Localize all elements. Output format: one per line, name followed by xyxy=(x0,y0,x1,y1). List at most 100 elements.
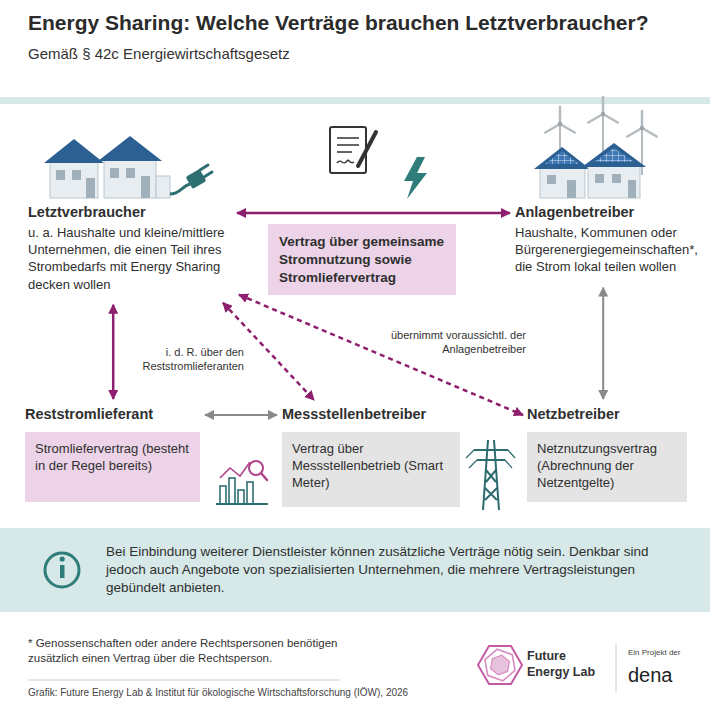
logo-mark xyxy=(478,646,522,684)
wind-turbine xyxy=(640,126,644,130)
party-block: AnlagenbetreiberHaushalte, Kommunen oder… xyxy=(512,203,702,280)
edge-label-text: i. d. R. über den Reststromlieferanten xyxy=(141,345,247,373)
wind-turbine xyxy=(558,122,562,126)
producer-houses xyxy=(547,175,556,184)
lightning-icon xyxy=(404,157,427,199)
power-pylon xyxy=(466,450,515,468)
wind-turbine xyxy=(560,124,575,133)
power-pylon xyxy=(466,440,515,510)
producer-houses xyxy=(534,143,646,198)
contract-text: Vertrag über Messstellenbetrieb (Smart M… xyxy=(282,432,460,507)
footnote: * Genossenschaften oder andere Rechtsper… xyxy=(28,636,373,666)
consumer-houses xyxy=(44,136,170,198)
consumer-houses xyxy=(86,178,95,198)
logo-caption: Ein Projekt der xyxy=(628,648,706,658)
lightning-icon xyxy=(404,157,427,199)
wind-turbine xyxy=(641,128,643,175)
wind-turbine xyxy=(559,107,562,124)
logo-text: dena xyxy=(628,662,706,688)
party-description: Haushalte, Kommunen oder Bürgerenergiege… xyxy=(515,224,698,275)
producer-houses xyxy=(612,174,621,183)
wind-turbine xyxy=(603,114,618,123)
double-arrow xyxy=(237,212,510,215)
contract-box: Vertrag über gemeinsame Stromnutzung sow… xyxy=(268,224,456,295)
meter-icon xyxy=(229,478,235,504)
subtitle: Gemäß § 42c Energiewirtschaftsgesetz xyxy=(28,44,648,64)
logo-text: Future Energy Lab xyxy=(527,648,611,681)
consumer-houses xyxy=(50,160,98,198)
party-description: u. a. Haushalte und kleine/mittlere Unte… xyxy=(28,224,231,293)
info-icon xyxy=(60,565,65,578)
consumer-houses xyxy=(110,168,119,178)
contract-box: MessstellenbetreiberVertrag über Messste… xyxy=(282,405,460,507)
producer-houses xyxy=(540,166,585,198)
footer-rule xyxy=(28,680,340,681)
wind-turbine xyxy=(602,97,605,114)
title: Energy Sharing: Welche Verträge brauchen… xyxy=(28,11,688,35)
contract-text: Stromliefervertrag (besteht in der Regel… xyxy=(25,432,200,502)
producer-houses xyxy=(628,180,636,198)
party-heading: Netzbetreiber xyxy=(527,405,687,424)
contract-icon xyxy=(337,138,359,152)
consumer-houses xyxy=(72,170,81,180)
logo-mark xyxy=(478,646,522,684)
party-heading: Letztverbraucher xyxy=(28,203,231,222)
double-arrow xyxy=(205,414,277,416)
meter-icon xyxy=(247,482,253,504)
info-band xyxy=(0,528,710,612)
plug-icon xyxy=(200,165,212,177)
plug-icon xyxy=(170,165,212,194)
info-band: Bei Einbindung weiterer Dienstleister kö… xyxy=(0,528,710,612)
consumer-houses xyxy=(156,176,170,198)
logo-mark xyxy=(485,649,515,681)
wind-turbine xyxy=(627,128,642,137)
consumer-houses xyxy=(98,136,162,161)
party-heading: Reststromlieferant xyxy=(25,405,200,424)
producer-houses xyxy=(545,151,579,164)
contract-icon xyxy=(337,160,354,163)
info-icon xyxy=(45,553,79,587)
producer-houses xyxy=(595,174,604,183)
meter-icon xyxy=(238,490,244,504)
contract-icon xyxy=(330,127,366,173)
credit-line: Grafik: Future Energy Lab & Institut für… xyxy=(28,686,473,699)
consumer-houses xyxy=(126,168,135,178)
info-icon xyxy=(45,553,79,587)
wind-turbine xyxy=(588,114,603,123)
edge-label: übernimmt voraussichtl. der Anlagenbetre… xyxy=(378,328,528,357)
wind-turbine xyxy=(641,111,644,128)
info-text: Bei Einbindung weiterer Dienstleister kö… xyxy=(106,543,688,596)
contract-icon xyxy=(358,132,376,166)
plug-icon xyxy=(186,169,207,189)
consumer-houses xyxy=(141,176,150,198)
meter-icon xyxy=(216,461,268,504)
party-block: Letztverbraucher u. a. Haushalte und klei… xyxy=(25,203,235,297)
double-arrow xyxy=(112,305,115,399)
party-heading: Anlagenbetreiber xyxy=(515,203,698,222)
wind-turbine xyxy=(601,112,605,116)
meter-icon xyxy=(220,462,250,478)
consumer-houses xyxy=(56,170,65,180)
contract-box: NetzbetreiberNetznutzungsvertrag (Abrech… xyxy=(527,405,687,502)
meter-icon xyxy=(261,473,267,480)
wind-turbine xyxy=(642,128,657,137)
contract-text: Netznutzungsvertrag (Abrechnung der Netz… xyxy=(527,432,687,502)
consumer-houses xyxy=(44,139,104,163)
double-arrow xyxy=(602,288,604,399)
logo-divider xyxy=(616,644,617,692)
power-pylon xyxy=(474,440,508,510)
party-heading: Messstellenbetreiber xyxy=(282,405,460,424)
plug-icon xyxy=(170,184,190,194)
edge-label-text: übernimmt voraussichtl. der Anlagenbetre… xyxy=(389,328,528,356)
wind-turbine xyxy=(545,97,656,175)
logo-mark xyxy=(491,655,510,675)
contract-box: ReststromlieferantStromliefervertrag (be… xyxy=(25,405,200,502)
producer-houses xyxy=(567,180,576,198)
contract-text: Vertrag über gemeinsame Stromnutzung sow… xyxy=(279,233,445,286)
info-icon xyxy=(60,556,65,561)
producer-houses xyxy=(582,143,646,167)
wind-turbine xyxy=(545,124,560,133)
producer-houses xyxy=(588,164,640,198)
